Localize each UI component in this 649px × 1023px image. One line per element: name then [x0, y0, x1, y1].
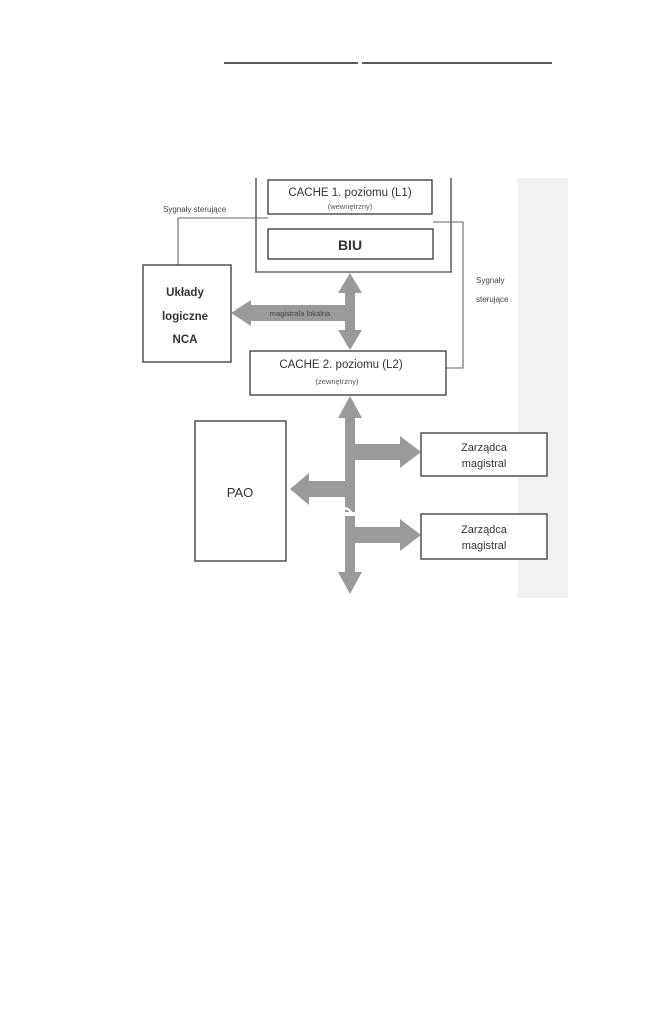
nca-box: [142, 264, 232, 363]
local-bus-arrow: [231, 300, 347, 326]
pao-box: [194, 420, 287, 562]
bus-arrow-biu-l2: [338, 273, 362, 350]
nca-line1: Układy: [166, 287, 204, 299]
bus-manager-1-box: [420, 432, 548, 477]
bus-manager-2-line1: Zarządca: [461, 524, 508, 536]
l2-cache-box: [249, 350, 447, 396]
bus-manager-1-line1: Zarządca: [461, 442, 508, 454]
system-bus-lower: [338, 516, 362, 594]
l1-cache-box: [267, 179, 433, 215]
bus-manager-2-line2: magistral: [462, 540, 507, 552]
arrow-to-bus-manager-1: [355, 436, 421, 468]
l2-cache-subtitle: (zewnętrzny): [316, 377, 359, 386]
arrow-to-bus-manager-2: [355, 519, 421, 551]
pao-label: PAO: [227, 485, 254, 500]
biu-label: BIU: [338, 237, 362, 253]
control-line-left: [177, 217, 268, 265]
bus-break-mark: [341, 507, 359, 515]
control-line-right: [433, 221, 464, 369]
l2-cache-title: CACHE 2. poziomu (L2): [279, 359, 403, 371]
local-bus-label: magistrala lokalna: [270, 309, 331, 318]
control-signals-right-line2: sterujące: [476, 295, 509, 304]
l1-cache-title: CACHE 1. poziomu (L1): [288, 187, 412, 199]
l1-cache-subtitle: (wewnętrzny): [328, 202, 373, 211]
nca-line3: NCA: [173, 334, 198, 346]
bus-manager-1-line2: magistral: [462, 458, 507, 470]
bus-manager-2-box: [420, 513, 548, 560]
system-bus-upper: [338, 396, 362, 512]
arrow-to-pao: [290, 473, 345, 505]
control-signals-right-line1: Sygnały: [476, 276, 504, 285]
nca-line2: logiczne: [162, 311, 208, 323]
control-signals-left-label: Sygnały sterujące: [163, 205, 227, 214]
biu-box: [267, 228, 434, 260]
processor-frame: [255, 178, 452, 273]
